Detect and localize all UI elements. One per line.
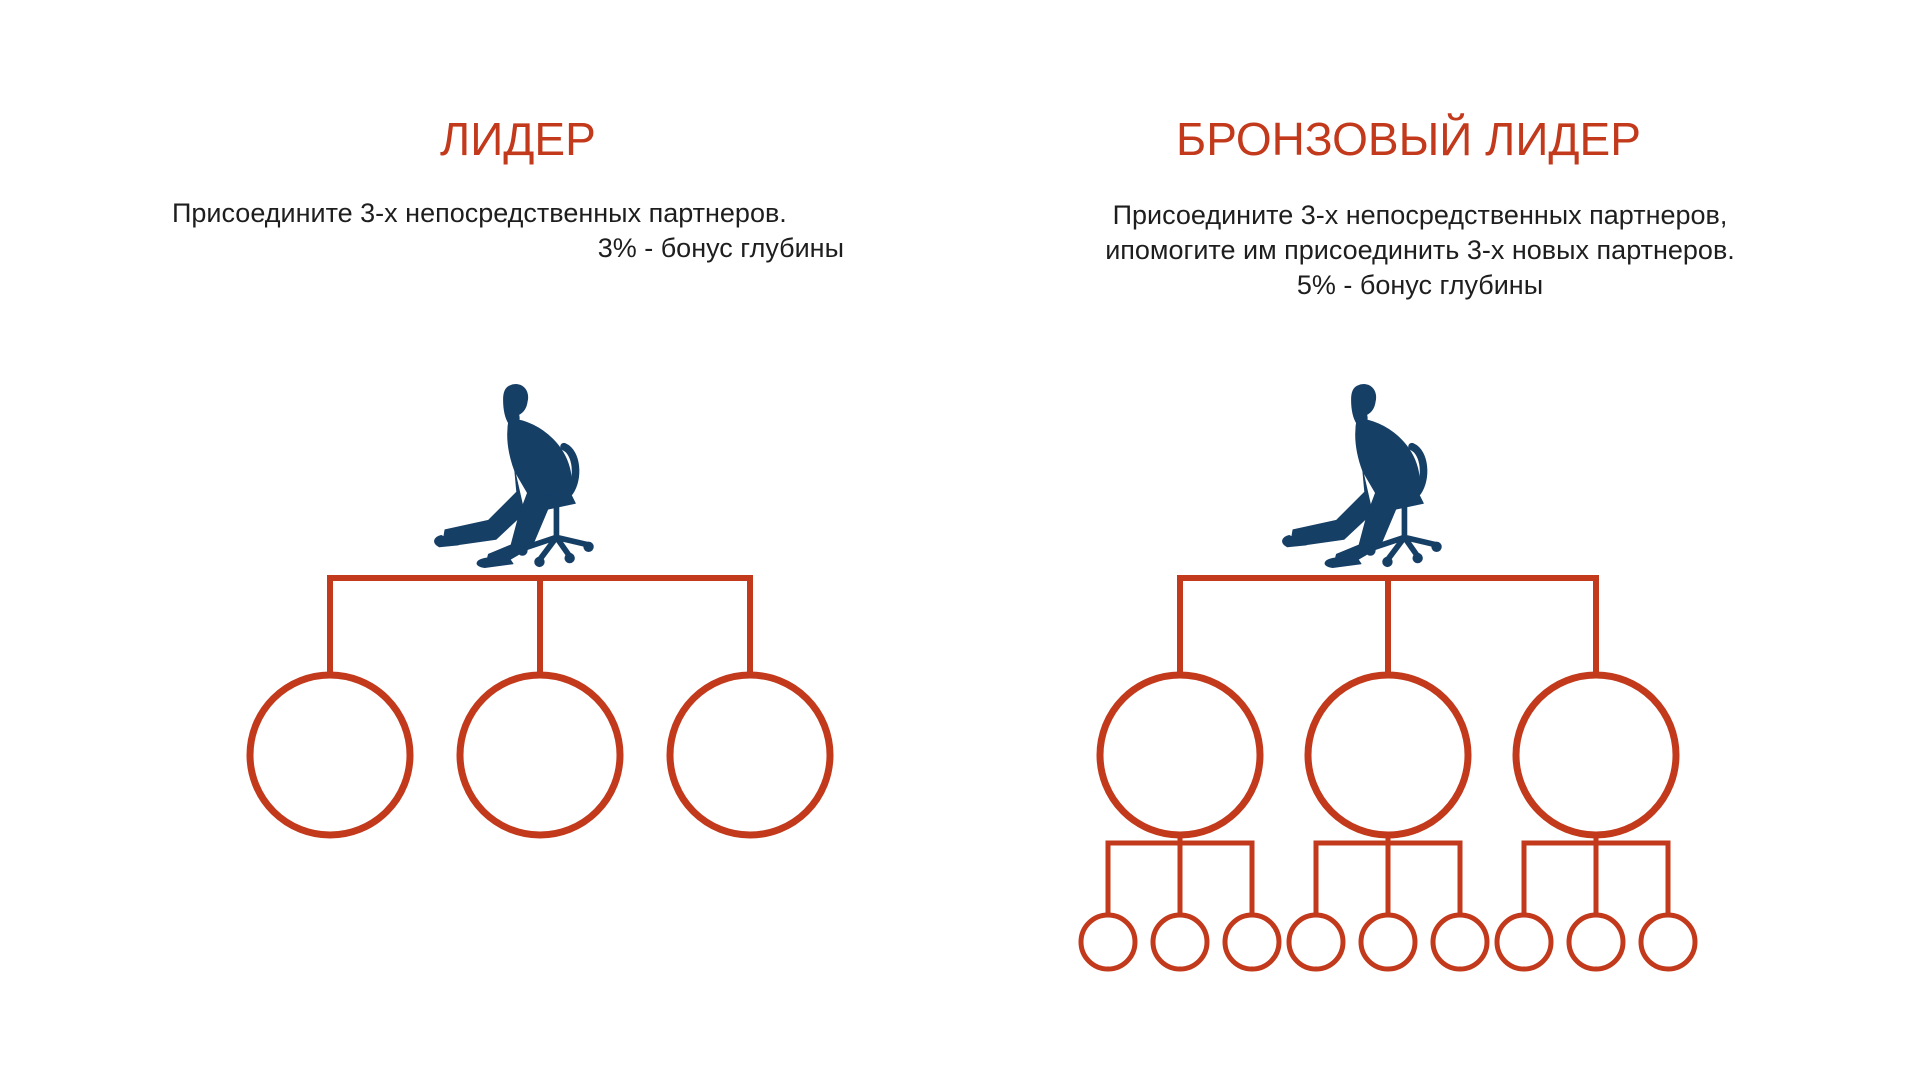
partner-circle <box>1433 915 1487 969</box>
sub-partner-node <box>1361 915 1415 969</box>
partner-circle <box>1641 915 1695 969</box>
partner-circle <box>1516 675 1676 835</box>
partner-circle <box>1289 915 1343 969</box>
sub-partner-node <box>1641 915 1695 969</box>
partner-node <box>670 675 830 835</box>
partner-circle <box>1100 675 1260 835</box>
partner-circle <box>1497 915 1551 969</box>
partner-circle <box>1308 675 1468 835</box>
partner-node <box>460 675 620 835</box>
partner-node <box>1100 675 1260 835</box>
sub-partner-node <box>1225 915 1279 969</box>
seated-businessman-icon <box>435 385 594 568</box>
partner-node <box>1308 675 1468 835</box>
partner-circle <box>250 675 410 835</box>
sub-partner-node <box>1433 915 1487 969</box>
sub-partner-node <box>1497 915 1551 969</box>
partner-circle <box>1361 915 1415 969</box>
sub-partner-node <box>1081 915 1135 969</box>
sub-partner-node <box>1153 915 1207 969</box>
partner-node <box>1516 675 1676 835</box>
partner-circle <box>1081 915 1135 969</box>
partner-circle <box>1153 915 1207 969</box>
partner-circle <box>460 675 620 835</box>
partner-circle <box>1225 915 1279 969</box>
partner-circle <box>670 675 830 835</box>
seated-businessman-icon <box>1283 385 1442 568</box>
sub-partner-node <box>1569 915 1623 969</box>
partner-node <box>250 675 410 835</box>
partner-circle <box>1569 915 1623 969</box>
sub-partner-node <box>1289 915 1343 969</box>
